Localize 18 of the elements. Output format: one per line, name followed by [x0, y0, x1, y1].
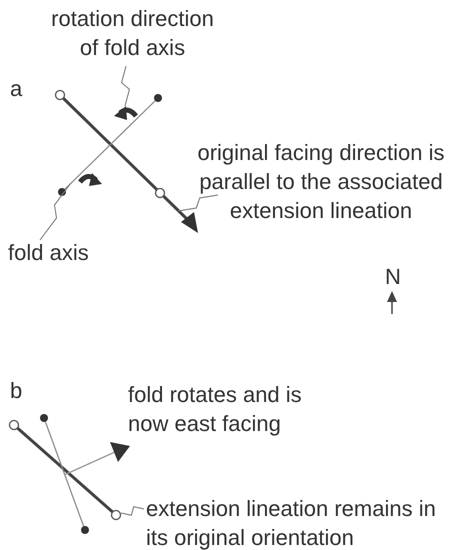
caption-text: fold rotates and is now east facing — [128, 381, 303, 438]
fold-axis-line — [40, 414, 89, 534]
panel-letter: a — [10, 75, 24, 103]
callout-text: rotation direction of fold axis — [45, 4, 220, 62]
leader-line — [178, 194, 218, 212]
callout-text: original facing direction is parallel to the associated extension lineation — [180, 138, 462, 225]
leader-line — [40, 182, 72, 240]
panel-letter: b — [10, 377, 24, 405]
lineation-line — [8, 420, 122, 520]
rotation-arrow-icon — [78, 173, 102, 186]
callout-text: extension lineation remains in its original orientation — [146, 494, 451, 550]
facing-arrow — [64, 442, 130, 476]
callout-text: fold axis — [8, 238, 128, 267]
leader-line — [120, 506, 144, 516]
north-label: N — [385, 263, 402, 291]
lineation-arrow — [54, 90, 198, 233]
rotation-arrow-icon — [114, 106, 138, 120]
leader-line — [121, 66, 130, 106]
